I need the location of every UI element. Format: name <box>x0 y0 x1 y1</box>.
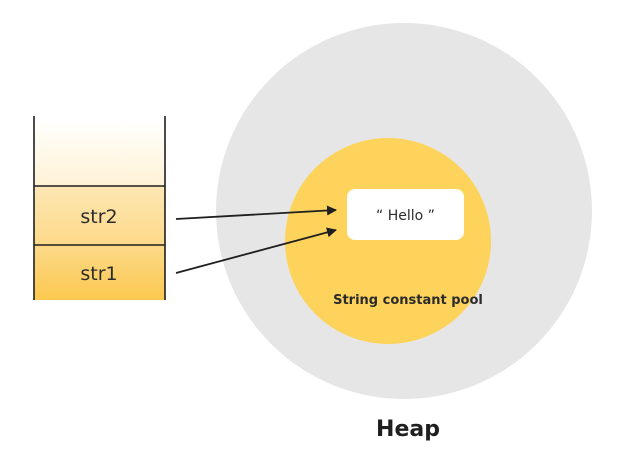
heap-label: Heap <box>376 417 440 442</box>
hello-literal-box <box>347 189 464 240</box>
stack-cell-str1-label: str1 <box>80 263 117 285</box>
stack: str2 str1 <box>33 116 166 300</box>
stack-cell-str2-label: str2 <box>80 206 117 228</box>
stack-empty-area <box>34 118 165 186</box>
string-constant-pool-label: String constant pool <box>333 293 483 308</box>
stack-cell-str1 <box>34 245 165 300</box>
str2-reference-arrow <box>175 205 337 220</box>
stack-cell-str2 <box>34 186 165 245</box>
str1-reference-arrow <box>175 227 337 274</box>
hello-literal-text: “ Hello ” <box>376 208 435 224</box>
string-constant-pool-region <box>285 138 491 344</box>
